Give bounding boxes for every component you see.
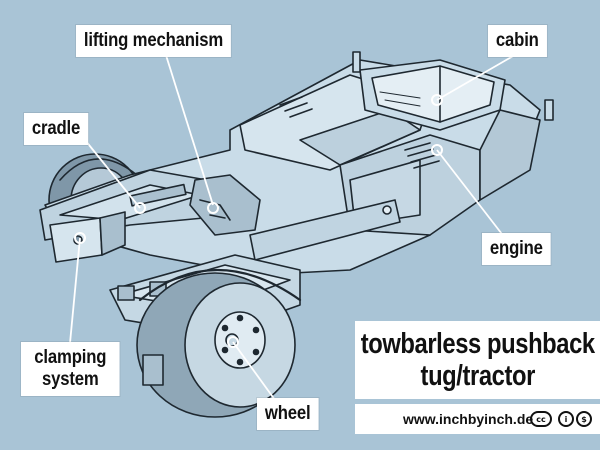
license-icons: cc i $: [530, 411, 592, 427]
engine-label: engine: [482, 233, 551, 265]
by-icon: i: [558, 411, 574, 427]
front-wheel: [136, 268, 302, 418]
cabin-structure: [352, 51, 554, 201]
cabin-label: cabin: [488, 25, 547, 57]
nc-icon: $: [576, 411, 592, 427]
title-line-2: tug/tractor: [420, 360, 535, 392]
website-link[interactable]: www.inchbyinch.de: [403, 411, 534, 427]
wheel-label: wheel: [257, 398, 319, 430]
title-box: towbarless pushback tug/tractor: [355, 321, 600, 399]
footer-box: www.inchbyinch.de cc i $: [355, 404, 600, 434]
cc-icon: cc: [530, 411, 552, 427]
title-line-1: towbarless pushback: [360, 328, 595, 360]
clamping-system-label: clamping system: [21, 342, 120, 396]
leader-lines: [69, 51, 521, 401]
lifting-mechanism-label: lifting mechanism: [76, 25, 232, 57]
leader-dots: [74, 94, 443, 348]
cradle-label: cradle: [24, 113, 89, 145]
